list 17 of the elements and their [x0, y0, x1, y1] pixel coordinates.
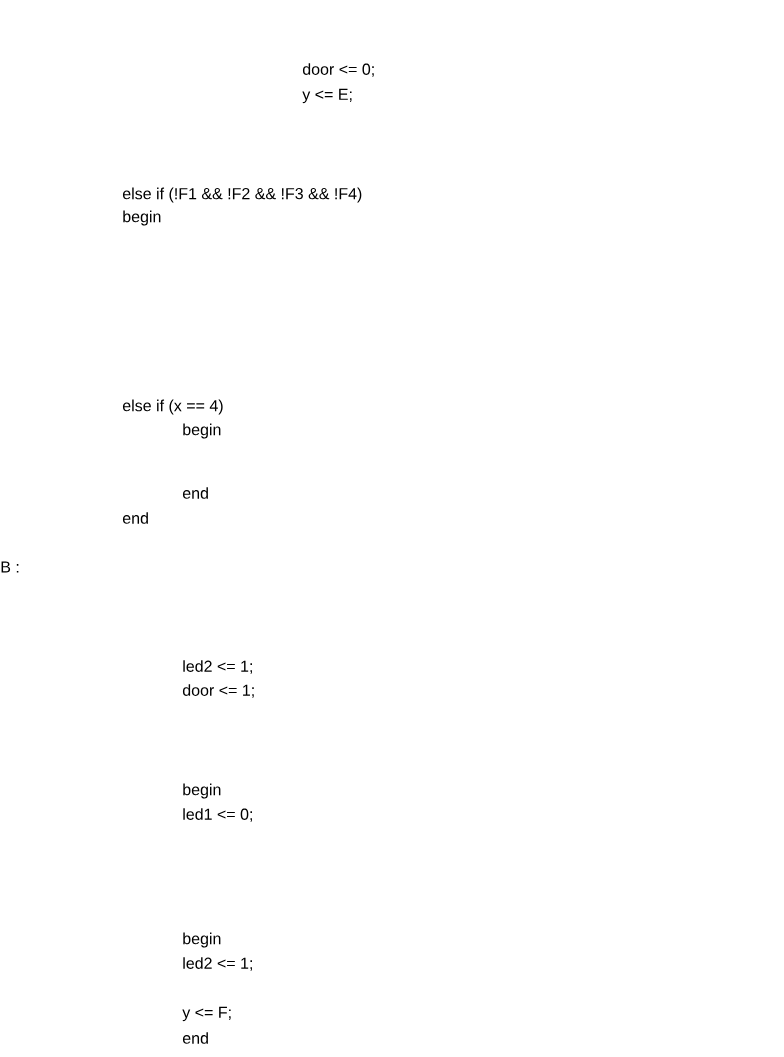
code-line: y <= E; — [302, 88, 352, 104]
code-line: begin — [183, 783, 221, 799]
code-line: end — [182, 487, 208, 499]
code-line: end — [122, 512, 148, 524]
code-line: else if (x == 4) — [122, 399, 223, 415]
code-line: begin — [123, 210, 161, 226]
code-line: y <= F; — [182, 1006, 231, 1022]
code-line: begin — [183, 932, 221, 948]
code-line: end — [182, 1032, 208, 1044]
code-line: begin — [183, 423, 221, 439]
code-line: led2 <= 1; — [183, 660, 252, 674]
code-line: else if (!F1 && !F2 && !F3 && !F4) — [122, 187, 362, 203]
code-line: led2 <= 1; — [183, 957, 252, 971]
code-line: door <= 0; — [302, 63, 374, 77]
code-line: door <= 1; — [182, 684, 254, 698]
code-line: B : — [1, 561, 19, 573]
code-line: led1 <= 0; — [183, 808, 252, 822]
